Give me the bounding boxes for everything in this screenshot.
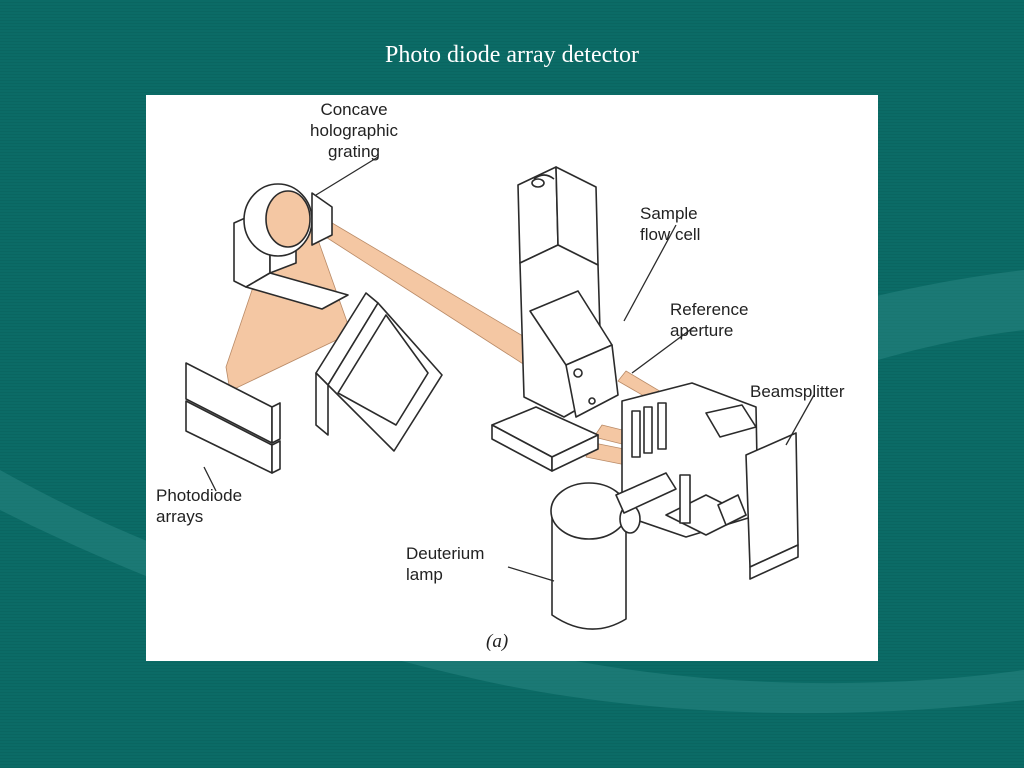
label-photodiode-arrays: Photodiode arrays (156, 486, 243, 526)
photodiode-arrays (185, 362, 281, 474)
figure-caption: (a) (486, 631, 509, 652)
label-beamsplitter: Beamsplitter (750, 382, 845, 401)
flow-cell-block (491, 166, 619, 472)
label-reference-aperture: Reference aperture (670, 300, 749, 340)
label-concave-grating: Concave holographic grating (310, 100, 398, 161)
prism-mirror (315, 292, 443, 452)
slide-title: Photo diode array detector (385, 42, 639, 68)
leader-lines (203, 156, 815, 582)
deuterium-lamp (550, 472, 677, 630)
label-deuterium-lamp: Deuterium lamp (406, 544, 485, 584)
concave-grating (233, 183, 349, 310)
label-sample-flow-cell: Sample flow cell (640, 204, 701, 244)
detector-diagram (185, 156, 815, 630)
diagram-panel: Concave holographic grating Sample flow … (146, 95, 878, 661)
